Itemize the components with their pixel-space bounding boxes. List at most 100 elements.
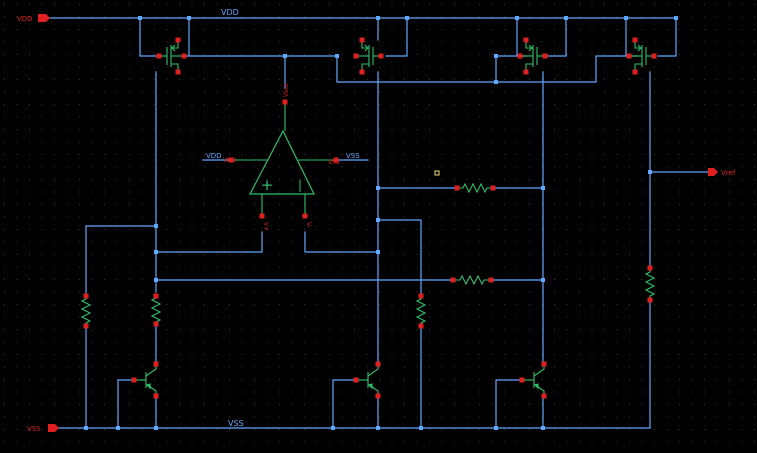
pin-pmos-m1-source[interactable] bbox=[175, 37, 181, 43]
grid-dot bbox=[429, 116, 430, 118]
wire-q1-base[interactable] bbox=[117, 379, 135, 429]
pin-pmos-m3-source[interactable] bbox=[523, 37, 529, 43]
grid-dot bbox=[129, 316, 130, 318]
pin-resistor-r3-b[interactable] bbox=[488, 277, 494, 283]
grid-dot bbox=[4, 241, 5, 243]
pin-resistor-r3-a[interactable] bbox=[450, 277, 456, 283]
pin-resistor-r2-a[interactable] bbox=[454, 185, 460, 191]
bjt-q3[interactable] bbox=[519, 361, 547, 399]
port-vdd[interactable]: VDD bbox=[17, 14, 50, 23]
pmos-m2[interactable] bbox=[353, 37, 384, 75]
pin-pmos-m4-source[interactable] bbox=[632, 37, 638, 43]
port-vdd-shape[interactable] bbox=[38, 14, 50, 22]
wire-gate-bus-1[interactable] bbox=[181, 55, 528, 83]
resistor-r6[interactable] bbox=[415, 293, 427, 329]
pin-resistor-r1-a[interactable] bbox=[83, 293, 89, 299]
pin-pmos-m2-gate[interactable] bbox=[378, 53, 384, 59]
grid-dot bbox=[391, 441, 393, 443]
port-vref-shape[interactable] bbox=[708, 168, 718, 176]
opamp[interactable]: + | VDD VDD VSS VSS Vout V+ V- bbox=[206, 83, 360, 231]
pin-resistor-r2-b[interactable] bbox=[490, 185, 496, 191]
io-ports[interactable]: VDD VSS Vref bbox=[17, 14, 736, 433]
selection-marker[interactable] bbox=[434, 170, 440, 176]
wire-m3-body[interactable] bbox=[545, 17, 567, 57]
pin-opamp-vdd[interactable] bbox=[228, 157, 234, 163]
pin-opamp-inn[interactable] bbox=[302, 213, 308, 219]
pin-pmos-m1-gate[interactable] bbox=[156, 53, 162, 59]
pmos-m1[interactable] bbox=[156, 37, 187, 75]
resistor-r1[interactable] bbox=[80, 293, 92, 329]
grid-dot bbox=[529, 241, 530, 243]
pin-resistor-r1-b[interactable] bbox=[83, 323, 89, 329]
wire-m4-body[interactable] bbox=[657, 17, 677, 57]
pin-opamp-vss[interactable] bbox=[333, 157, 339, 163]
pin-pmos-m4-drain[interactable] bbox=[632, 69, 638, 75]
grid-dot bbox=[441, 416, 443, 418]
resistor-r2[interactable] bbox=[454, 182, 496, 194]
port-vref[interactable]: Vref bbox=[708, 168, 736, 177]
grid-dot bbox=[454, 416, 455, 418]
resistors[interactable] bbox=[80, 182, 656, 329]
pin-pmos-m3-body[interactable] bbox=[517, 53, 523, 59]
bjt-q1[interactable] bbox=[131, 361, 159, 399]
wire-right-branch[interactable] bbox=[377, 219, 422, 297]
grid-dot bbox=[591, 404, 593, 405]
wire-q2-base[interactable] bbox=[332, 379, 358, 429]
pin-opamp-out[interactable] bbox=[282, 99, 288, 105]
port-vss-shape[interactable] bbox=[48, 424, 59, 432]
pin-pmos-m3-drain[interactable] bbox=[523, 69, 529, 75]
pin-bjt-q3-collector[interactable] bbox=[541, 361, 547, 367]
pin-bjt-q2-emitter[interactable] bbox=[375, 393, 381, 399]
pmos-m3[interactable] bbox=[517, 37, 548, 75]
pin-pmos-m2-source[interactable] bbox=[359, 37, 365, 43]
pin-pmos-m4-gate[interactable] bbox=[651, 53, 657, 59]
pmos-transistors[interactable] bbox=[156, 37, 657, 75]
pin-bjt-q2-collector[interactable] bbox=[375, 361, 381, 367]
pin-bjt-q3-emitter[interactable] bbox=[541, 393, 547, 399]
grid-dot bbox=[454, 366, 455, 368]
pin-resistor-r5-a[interactable] bbox=[647, 265, 653, 271]
wire-left-branch[interactable] bbox=[85, 225, 157, 297]
bjt-q2[interactable] bbox=[353, 361, 381, 399]
pin-opamp-inp[interactable] bbox=[259, 213, 265, 219]
pin-resistor-r5-b[interactable] bbox=[647, 297, 653, 303]
grid-dot bbox=[416, 291, 418, 293]
wires[interactable] bbox=[49, 17, 709, 429]
grid-dot bbox=[416, 179, 418, 180]
resistor-r4[interactable] bbox=[150, 293, 162, 327]
resistor-r5[interactable] bbox=[644, 265, 656, 303]
bjt-transistors[interactable] bbox=[131, 361, 547, 399]
opamp-triangle[interactable] bbox=[249, 129, 315, 195]
grid-dot bbox=[204, 379, 205, 380]
pin-pmos-m1-drain[interactable] bbox=[175, 69, 181, 75]
pin-pmos-m2-drain[interactable] bbox=[359, 69, 365, 75]
pin-resistor-r6-b[interactable] bbox=[418, 323, 424, 329]
pin-resistor-r4-b[interactable] bbox=[153, 321, 159, 327]
emitter-arrow bbox=[533, 383, 539, 390]
pin-bjt-q3-base[interactable] bbox=[519, 377, 525, 383]
pin-pmos-m4-body[interactable] bbox=[626, 53, 632, 59]
wire-opamp-inp[interactable] bbox=[155, 231, 263, 253]
resistor-r3[interactable] bbox=[450, 274, 494, 286]
pin-pmos-m3-gate[interactable] bbox=[542, 53, 548, 59]
pmos-m4[interactable] bbox=[626, 37, 657, 75]
grid-dot bbox=[591, 304, 593, 305]
pin-bjt-q1-base[interactable] bbox=[131, 377, 137, 383]
pin-bjt-q1-emitter[interactable] bbox=[153, 393, 159, 399]
grid-dot bbox=[729, 266, 730, 268]
wire-opamp-inn[interactable] bbox=[304, 231, 379, 253]
pin-resistor-r6-a[interactable] bbox=[418, 293, 424, 299]
grid-dot bbox=[291, 66, 293, 68]
pin-bjt-q1-collector[interactable] bbox=[153, 361, 159, 367]
wire-m2-body[interactable] bbox=[385, 17, 408, 57]
pin-pmos-m1-body[interactable] bbox=[181, 53, 187, 59]
pin-bjt-q2-base[interactable] bbox=[353, 377, 359, 383]
pin-pmos-m2-body[interactable] bbox=[353, 53, 359, 59]
wire-m1-supply[interactable] bbox=[139, 17, 161, 57]
wire-gate-bus-2[interactable] bbox=[495, 55, 638, 83]
wire-q3-base[interactable] bbox=[495, 379, 525, 429]
pin-resistor-r4-a[interactable] bbox=[153, 293, 159, 299]
port-vss[interactable]: VSS bbox=[27, 424, 59, 433]
drain-lead bbox=[171, 63, 179, 72]
